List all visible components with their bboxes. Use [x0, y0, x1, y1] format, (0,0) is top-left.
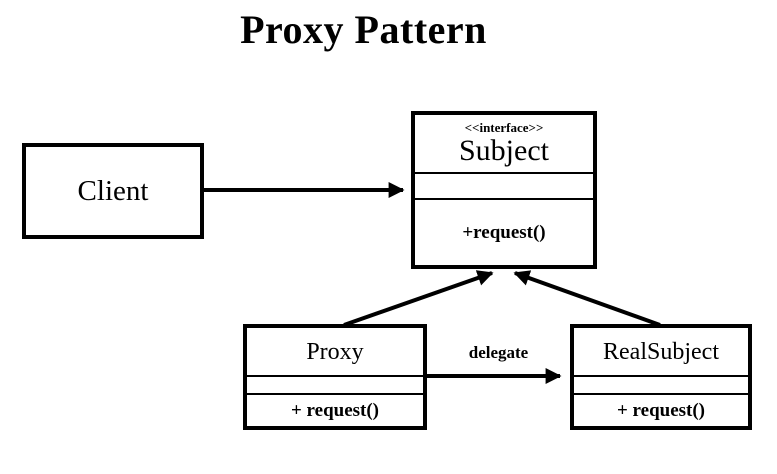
class-name-subject: Subject: [459, 134, 549, 167]
diagram-title: Proxy Pattern: [240, 7, 487, 52]
realsubject-to-subject-arrow: [513, 270, 661, 327]
stereotype-label-subject: <<interface>>: [464, 120, 544, 135]
attributes-compartment-realsubject: [574, 375, 748, 393]
class-box-proxy: Proxy + request(): [243, 324, 427, 430]
class-box-realsubject: RealSubject + request(): [570, 324, 752, 430]
attributes-compartment-subject: [415, 172, 593, 198]
delegate-edge-label: delegate: [468, 343, 529, 362]
methods-compartment-proxy: + request(): [247, 393, 423, 426]
attributes-compartment-proxy: [247, 375, 423, 393]
class-name-realsubject: RealSubject: [603, 338, 719, 365]
class-header-realsubject: RealSubject: [574, 328, 748, 375]
method-label-subject: +request(): [462, 221, 546, 243]
class-box-client: Client: [22, 143, 204, 239]
class-header-subject: <<interface>> Subject: [415, 115, 593, 172]
proxy-to-subject-arrow: [343, 270, 494, 327]
methods-compartment-subject: +request(): [415, 198, 593, 265]
class-name-client: Client: [77, 174, 149, 207]
class-header-proxy: Proxy: [247, 328, 423, 375]
method-label-realsubject: + request(): [616, 399, 706, 421]
methods-compartment-realsubject: + request(): [574, 393, 748, 426]
class-name-proxy: Proxy: [306, 338, 364, 365]
class-box-subject: <<interface>> Subject +request(): [411, 111, 597, 269]
method-label-proxy: + request(): [290, 399, 380, 421]
